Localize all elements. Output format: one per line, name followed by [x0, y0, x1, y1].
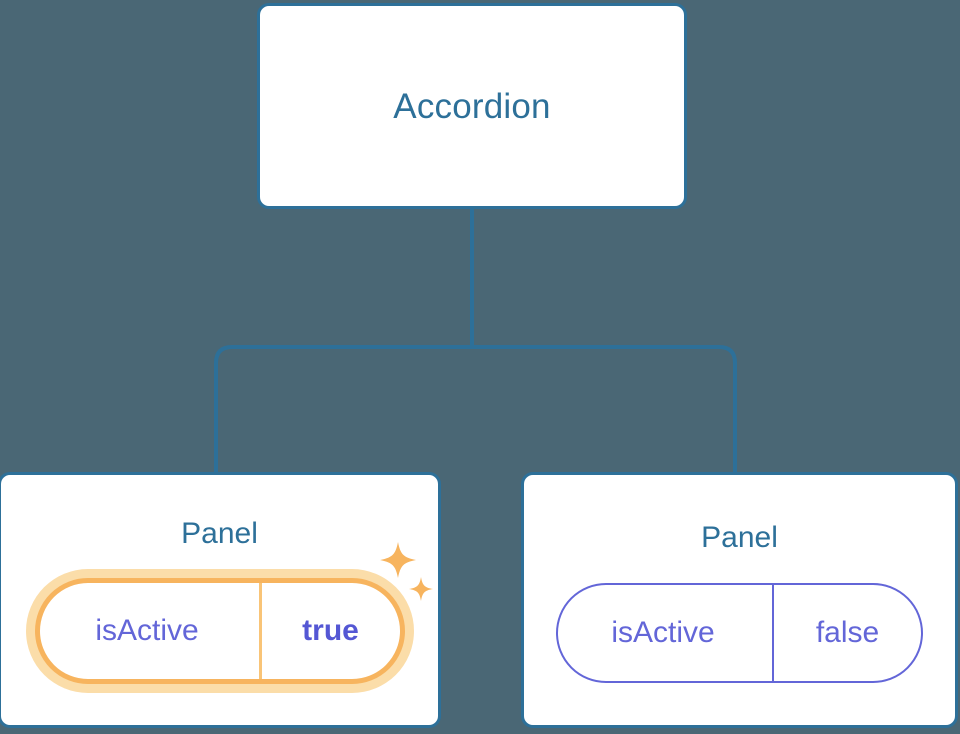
node-panel-inactive-label: Panel [701, 521, 778, 554]
node-panel-inactive[interactable]: Panel isActive false [521, 472, 958, 728]
prop-chip-active-wrapper: isActive true [34, 542, 433, 684]
node-panel-active[interactable]: Panel isActive true [0, 472, 441, 728]
prop-chip-key: isActive [40, 583, 262, 679]
edge-branch-bar [214, 345, 737, 472]
prop-chip-value: false [815, 616, 880, 649]
prop-chip-inactive-wrapper: isActive false [556, 583, 923, 683]
node-panel-active-label: Panel [181, 517, 258, 550]
node-accordion[interactable]: Accordion [257, 3, 687, 209]
sparkle-large-icon [379, 542, 416, 578]
prop-chip-value: true [302, 614, 359, 647]
prop-chip-key: isActive [558, 585, 774, 681]
node-accordion-label: Accordion [393, 86, 551, 126]
prop-chip-isactive-true[interactable]: isActive true [34, 578, 405, 684]
prop-chip-isactive-false[interactable]: isActive false [556, 583, 923, 683]
sparkle-small-icon [408, 577, 433, 601]
